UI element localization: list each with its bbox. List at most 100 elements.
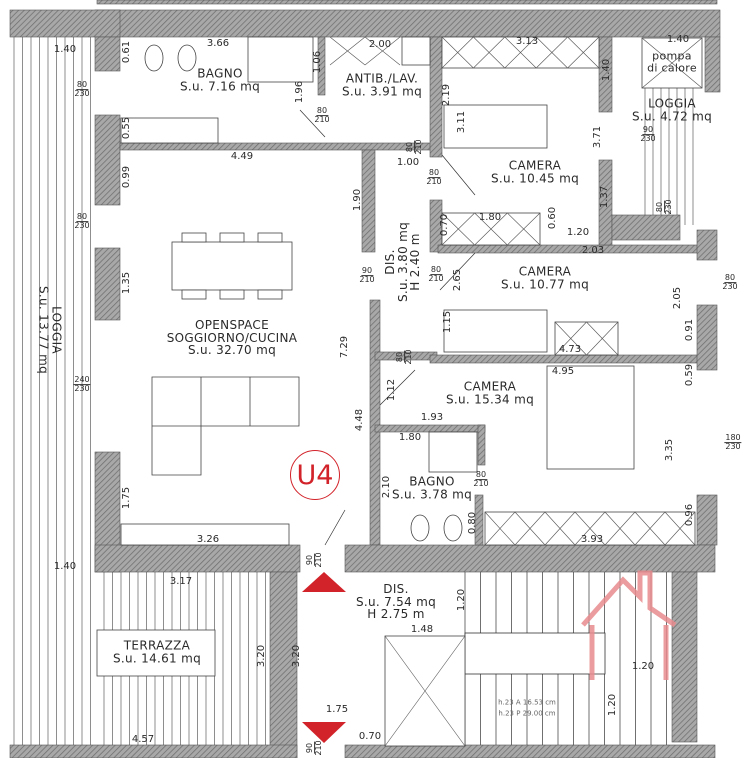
wall xyxy=(598,159,613,246)
wardrobe-cross xyxy=(384,635,466,747)
opening-width: 80 xyxy=(315,106,329,117)
bidet xyxy=(177,44,197,72)
dimension-label: 3.20 xyxy=(290,644,302,668)
wall xyxy=(429,354,701,364)
room-name: LOGGIA xyxy=(49,306,64,354)
dimension-label: 3.93 xyxy=(580,533,604,545)
room-area: S.u. 3.78 mq xyxy=(391,487,473,501)
chair xyxy=(219,232,245,243)
room-height: H 2.75 m xyxy=(367,607,425,622)
dimension-label: 1.15 xyxy=(441,310,453,334)
room-name: DIS. xyxy=(383,582,409,597)
dimension-label: 3.35 xyxy=(663,438,675,462)
dimension-label: 1.80 xyxy=(398,431,422,443)
dimension-label: 0.55 xyxy=(120,116,132,140)
toilet xyxy=(410,514,430,542)
wardrobe-cross xyxy=(484,511,516,546)
dimension-label: 3.13 xyxy=(515,35,539,47)
chair xyxy=(181,289,207,300)
dimension-label: 1.35 xyxy=(120,271,132,295)
wardrobe-cross xyxy=(364,36,401,66)
opening-height: 210 xyxy=(473,479,489,489)
opening-height: 230 xyxy=(74,89,90,99)
dimension-label: 2.19 xyxy=(440,83,452,107)
unit-badge: U4 xyxy=(290,450,340,500)
dimension-label: 1.20 xyxy=(631,660,655,672)
room-height: H 2.40 m xyxy=(408,233,423,291)
dining-table xyxy=(171,241,293,291)
dimension-label: 7.29 xyxy=(338,335,350,359)
dimension-label: 4.57 xyxy=(131,733,155,745)
dimension-label: 1.93 xyxy=(420,411,444,423)
toilet xyxy=(144,44,164,72)
kitchen-counter xyxy=(120,523,290,546)
bidet xyxy=(443,514,463,542)
wardrobe-cross xyxy=(567,36,600,69)
room-area: S.u. 32.70 mq xyxy=(187,343,277,358)
sofa xyxy=(151,376,300,476)
wardrobe-cross xyxy=(441,36,474,69)
shower xyxy=(428,431,478,473)
room-area: S.u. 10.77 mq xyxy=(500,277,590,291)
opening-height: 210 xyxy=(359,275,375,285)
wall xyxy=(94,247,121,321)
wardrobe-cross xyxy=(634,511,666,546)
dimension-label: 0.59 xyxy=(683,363,695,387)
room-area: S.u. 3.91 mq xyxy=(341,84,423,98)
wardrobe-cross xyxy=(507,212,541,246)
opening-width: 240 xyxy=(73,375,91,386)
dimension-label: 1.75 xyxy=(325,703,349,715)
dimension-label: 3.20 xyxy=(255,644,267,668)
room-area: S.u. 13.77 mq xyxy=(37,285,51,375)
opening-width: 80 xyxy=(75,212,89,223)
opening-width: 90 xyxy=(641,125,655,136)
washing-machine xyxy=(401,36,431,66)
staircase xyxy=(464,572,667,745)
dimension-label: 1.20 xyxy=(606,693,618,717)
dimension-label: 1.96 xyxy=(293,80,305,104)
wall xyxy=(704,36,721,93)
dimension-label: 0.70 xyxy=(358,730,382,742)
wardrobe-cross xyxy=(586,321,619,356)
door-swing xyxy=(379,369,416,406)
opening-height: 230 xyxy=(725,442,741,452)
entrance-arrow-icon xyxy=(302,572,346,592)
chair xyxy=(257,232,283,243)
dimension-label: 2.65 xyxy=(451,268,463,292)
dimension-label: 4.73 xyxy=(558,343,582,355)
room-label: pompa di calore xyxy=(647,50,697,73)
dimension-label: 0.70 xyxy=(438,213,450,237)
room-name: OPENSPACE SOGGIORNO/CUCINA xyxy=(166,318,298,345)
room-name: BAGNO xyxy=(409,474,455,489)
wall xyxy=(9,9,121,38)
opening-height: 230 xyxy=(664,199,674,215)
opening-height: 230 xyxy=(722,282,738,292)
wall xyxy=(437,244,701,254)
dimension-label: 0.60 xyxy=(546,206,558,230)
opening-height: 230 xyxy=(74,384,90,394)
wall xyxy=(344,744,716,758)
wall xyxy=(119,142,433,151)
wall xyxy=(696,304,718,371)
room-area: S.u. 10.45 mq xyxy=(490,171,580,185)
entrance-arrow-icon xyxy=(302,722,346,743)
opening-width: 80 xyxy=(723,273,737,284)
bed xyxy=(443,309,548,353)
opening-width: 180 xyxy=(724,433,742,444)
dimension-label: 1.40 xyxy=(53,43,77,55)
room-area: S.u. 15.34 mq xyxy=(445,392,535,406)
stair-note: h.23 P 29.00 cm xyxy=(498,709,556,718)
room-area: S.u. 14.61 mq xyxy=(112,651,202,665)
dimension-label: 1.48 xyxy=(410,623,434,635)
